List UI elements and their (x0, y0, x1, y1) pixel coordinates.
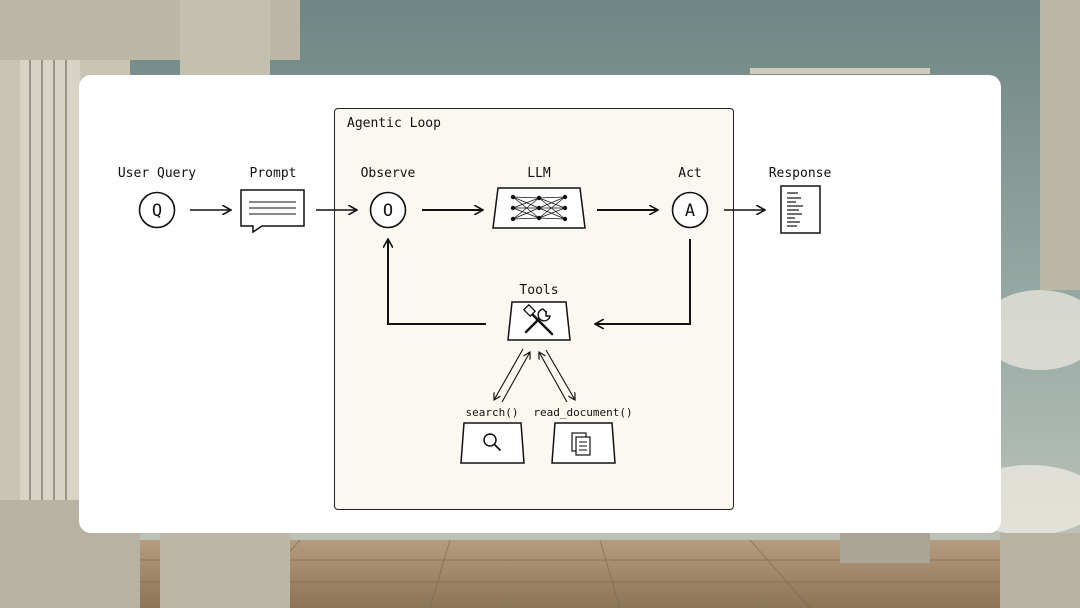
search-tool-label: search() (466, 406, 519, 419)
response-label: Response (769, 166, 832, 181)
llm-label: LLM (527, 166, 550, 181)
read-document-tool-label: read_document() (533, 406, 632, 419)
prompt-label: Prompt (250, 166, 297, 181)
user-query-label: User Query (118, 166, 196, 181)
observe-label: Observe (361, 166, 416, 181)
tools-label: Tools (519, 283, 558, 298)
loop-title: Agentic Loop (347, 116, 441, 131)
act-label: Act (678, 166, 701, 181)
